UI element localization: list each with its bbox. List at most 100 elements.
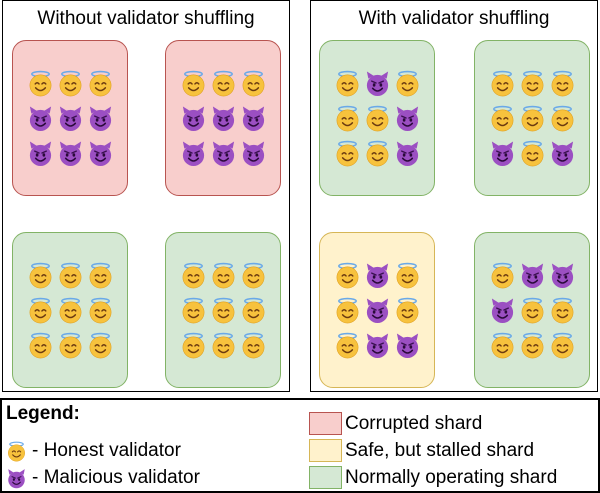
honest-validator-icon (212, 332, 234, 358)
honest-validator-icon (182, 332, 204, 358)
honest-validator-icon (89, 262, 111, 288)
honest-validator-icon (182, 262, 204, 288)
malicious-validator-icon (242, 105, 264, 131)
malicious-validator-icon (491, 297, 513, 323)
honest-validator-icon (336, 332, 358, 358)
honest-validator-icon (242, 297, 264, 323)
honest-validator-icon (336, 140, 358, 166)
honest-validator-icon (521, 70, 543, 96)
without-shuffling-panel: Without validator shuffling (2, 0, 290, 392)
malicious-validator-icon (29, 140, 51, 166)
panel-title: Without validator shuffling (37, 8, 255, 29)
honest-validator-icon (396, 262, 418, 288)
honest-validator-icon (242, 70, 264, 96)
honest-validator-icon (366, 105, 388, 131)
honest-validator-icon (242, 332, 264, 358)
panel-title: With validator shuffling (358, 8, 550, 29)
validator-grid (489, 70, 576, 167)
malicious-validator-icon (366, 262, 388, 288)
honest-validator-icon (491, 70, 513, 96)
legend-stalled-label: Safe, but stalled shard (345, 440, 535, 461)
stalled-shard (319, 232, 435, 388)
validator-grid (489, 262, 576, 359)
corrupted-swatch (309, 412, 342, 435)
honest-validator-icon (336, 70, 358, 96)
validator-grid (334, 70, 421, 167)
honest-validator-icon (336, 262, 358, 288)
honest-validator-icon (212, 70, 234, 96)
malicious-validator-icon (366, 70, 388, 96)
honest-validator-icon (551, 332, 573, 358)
honest-validator-icon (59, 70, 81, 96)
stalled-swatch (309, 439, 342, 462)
malicious-validator-icon (59, 105, 81, 131)
honest-validator-icon (491, 262, 513, 288)
corrupted-shard (165, 40, 281, 196)
legend-title: Legend: (6, 403, 80, 424)
malicious-validator-icon (182, 105, 204, 131)
honest-validator-icon (551, 70, 573, 96)
malicious-validator-icon (59, 140, 81, 166)
honest-validator-icon (396, 297, 418, 323)
honest-validator-icon (182, 70, 204, 96)
honest-validator-icon (551, 297, 573, 323)
validator-grid (27, 262, 114, 359)
legend-malicious-row: - Malicious validator (6, 466, 200, 490)
honest-validator-icon (8, 441, 25, 461)
malicious-validator-icon (396, 332, 418, 358)
malicious-validator-icon (491, 140, 513, 166)
validator-grid (334, 262, 421, 359)
honest-validator-icon (59, 332, 81, 358)
malicious-validator-icon (551, 262, 573, 288)
normal-shard (12, 232, 128, 388)
honest-validator-icon (89, 297, 111, 323)
normal-shard (319, 40, 435, 196)
normal-shard (165, 232, 281, 388)
malicious-validator-icon (521, 262, 543, 288)
corrupted-shard (12, 40, 128, 196)
malicious-validator-icon (396, 140, 418, 166)
honest-validator-icon (336, 297, 358, 323)
honest-validator-icon (396, 70, 418, 96)
malicious-validator-icon (89, 105, 111, 131)
honest-validator-icon (29, 262, 51, 288)
normal-swatch (309, 466, 342, 489)
honest-validator-icon (59, 297, 81, 323)
legend-honest-label: - Honest validator (32, 440, 181, 461)
malicious-validator-icon (242, 140, 264, 166)
honest-validator-icon (212, 262, 234, 288)
normal-shard (474, 232, 590, 388)
malicious-validator-icon (212, 105, 234, 131)
legend-normal-label: Normally operating shard (345, 467, 558, 488)
malicious-validator-icon (29, 105, 51, 131)
legend-malicious-label: - Malicious validator (32, 467, 200, 488)
honest-validator-icon (242, 262, 264, 288)
malicious-validator-icon (212, 140, 234, 166)
malicious-validator-icon (8, 468, 25, 488)
honest-validator-icon (29, 332, 51, 358)
legend-corrupted-label: Corrupted shard (345, 413, 483, 434)
legend: Legend: - Honest validator - Malicious v… (0, 398, 600, 493)
malicious-validator-icon (396, 105, 418, 131)
honest-validator-icon (491, 332, 513, 358)
malicious-validator-icon (366, 332, 388, 358)
honest-validator-icon (89, 332, 111, 358)
honest-validator-icon (336, 105, 358, 131)
honest-validator-icon (212, 297, 234, 323)
honest-validator-icon (521, 105, 543, 131)
honest-validator-icon (491, 105, 513, 131)
malicious-validator-icon (551, 140, 573, 166)
honest-validator-icon (521, 332, 543, 358)
malicious-validator-icon (182, 140, 204, 166)
normal-shard (474, 40, 590, 196)
honest-validator-icon (59, 262, 81, 288)
honest-validator-icon (521, 140, 543, 166)
validator-grid (27, 70, 114, 167)
honest-validator-icon (182, 297, 204, 323)
honest-validator-icon (29, 70, 51, 96)
honest-validator-icon (366, 140, 388, 166)
honest-validator-icon (89, 70, 111, 96)
malicious-validator-icon (89, 140, 111, 166)
validator-grid (180, 70, 267, 167)
validator-grid (180, 262, 267, 359)
